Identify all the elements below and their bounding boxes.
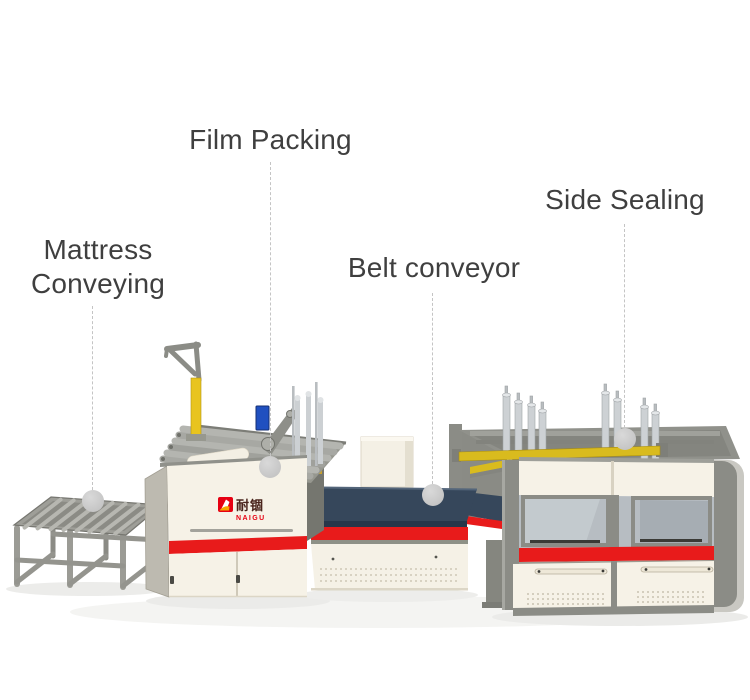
door-handle: [534, 568, 608, 575]
gantry-rail: [470, 431, 720, 436]
support-leg: [486, 540, 502, 606]
film-packing-machine: 耐锢 NAIGU: [144, 341, 347, 598]
chrome-posts: [292, 382, 324, 466]
slot-line: [190, 529, 293, 532]
leader-dot-mattress-conveying: [82, 490, 104, 512]
brand-text-cn: 耐锢: [236, 498, 264, 513]
label-side-sealing: Side Sealing: [545, 184, 705, 215]
red-stripe: [519, 546, 714, 562]
side-sealing-machine: [502, 457, 744, 616]
right-pillar: [712, 461, 737, 607]
base-panel: [311, 544, 468, 590]
leader-dot-film-packing: [259, 456, 281, 478]
leader-dot-side-sealing: [614, 428, 636, 450]
mattress-conveying-frame: [12, 496, 164, 590]
leader-dot-belt-conveyor: [422, 484, 444, 506]
label-belt-conveyor: Belt conveyor: [347, 252, 521, 283]
transfer-belt-segment: [466, 492, 508, 608]
red-stripe: [169, 536, 307, 554]
leader-line-side-sealing: [624, 224, 625, 428]
jib-arm: [164, 341, 202, 383]
belt-surface: [312, 487, 477, 521]
window-frame: [521, 495, 610, 547]
window-frame: [631, 496, 712, 547]
label-mattress-conveying: Mattress Conveying: [30, 234, 166, 299]
yellow-beams: [452, 443, 668, 478]
leader-line-mattress-conveying: [92, 306, 93, 490]
door-handle: [236, 575, 240, 583]
left-side-panel: [144, 465, 170, 598]
blue-sensor: [255, 405, 270, 431]
frame-legs: [14, 525, 126, 590]
lower-doors: [513, 561, 714, 611]
top-panel: [519, 461, 714, 497]
frame-braces: [14, 531, 162, 589]
label-film-packing: Film Packing: [189, 124, 352, 155]
front-panel: [167, 458, 307, 544]
gantry-rail: [476, 440, 714, 444]
leader-line-film-packing: [270, 162, 271, 456]
door-handle: [640, 566, 714, 573]
red-stripe: [311, 527, 468, 540]
naigu-logo: 耐锢 NAIGU: [218, 497, 266, 522]
window-panel: [519, 495, 714, 549]
leader-line-belt-conveyor: [432, 293, 433, 484]
vent-grille: [320, 568, 458, 582]
yellow-support-pole: [190, 377, 202, 439]
door-handle: [170, 576, 174, 584]
base-strip: [513, 605, 714, 616]
control-box: [360, 436, 414, 488]
brand-text-en: NAIGU: [236, 515, 266, 522]
vent-grille: [527, 591, 707, 605]
